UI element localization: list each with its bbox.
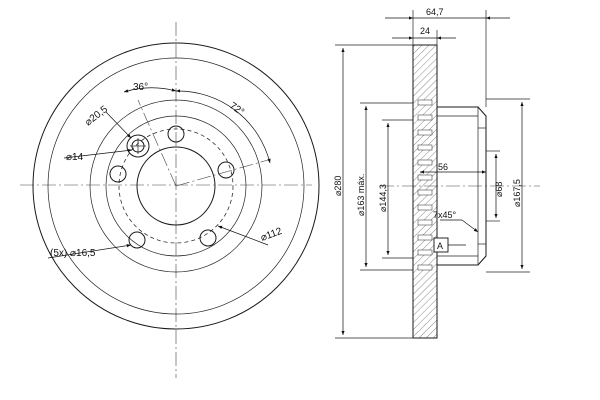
disc-outer-circle	[32, 42, 320, 330]
overall-width-label: 64,7	[426, 7, 444, 17]
vent-slots	[417, 99, 433, 271]
angle-72-label: 72°	[227, 100, 246, 118]
angle-arc-36	[123, 87, 177, 93]
datum-label: A	[437, 241, 443, 251]
hub-diameter-label: ⌀167,5	[512, 179, 522, 207]
front-view: 36° 72° ⌀20,5 ⌀14 (5x) ⌀16,5 ⌀112	[20, 22, 320, 378]
bore-14-label: ⌀14	[66, 152, 84, 163]
side-view: 64,7 24 ⌀280 ⌀163 máx. ⌀144,3 56 ⌀68 ⌀16	[333, 7, 540, 339]
angle-36-label: 36°	[133, 82, 148, 93]
bolt-hole	[109, 165, 127, 183]
center-bore-label: ⌀68	[494, 182, 504, 197]
hat-depth-label: 56	[438, 162, 448, 172]
chamfer-label: 7x45°	[433, 210, 457, 220]
bolt-holes-label: (5x) ⌀16,5	[50, 248, 96, 259]
angle-ray-72	[175, 159, 269, 187]
locating-hole-outer	[126, 134, 150, 158]
angle-ray-36	[137, 99, 177, 187]
outer-diameter-label: ⌀280	[333, 176, 343, 196]
bolt-hole	[199, 229, 217, 247]
disc-thickness-label: 24	[420, 26, 430, 36]
diameter-144-label: ⌀144,3	[378, 184, 388, 212]
angle-arc-72	[175, 89, 271, 164]
disc-inner-edge-circle	[47, 57, 305, 315]
pcd-112-label: ⌀112	[259, 226, 284, 244]
max-diameter-label: ⌀163 máx.	[356, 174, 366, 216]
hole-diameter-label: ⌀20,5	[83, 104, 110, 129]
bolt-hole	[128, 231, 146, 249]
hat-profile	[437, 106, 487, 266]
